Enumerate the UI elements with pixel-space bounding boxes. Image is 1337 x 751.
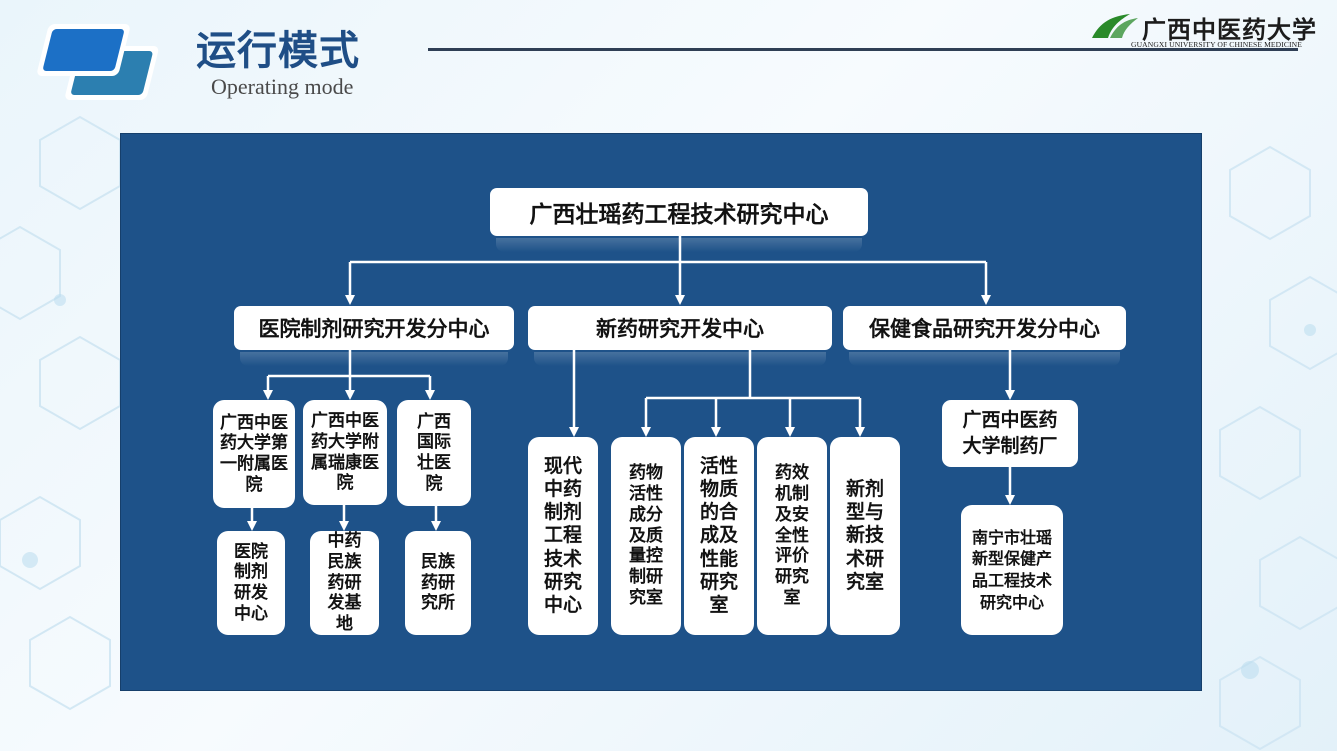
university-name: 广西中医药大学 [1142,15,1317,44]
branch-health-food: 保健食品研究开发分中心 [843,306,1126,350]
university-emblem-icon [1092,14,1138,38]
branch-reflection-3 [849,352,1120,366]
header-divider [428,48,1298,51]
root-center-reflection [496,238,862,252]
layered-cards-logo-icon [37,24,159,100]
unit-first-affiliated-hospital: 广西中医药大学第一附属医院 [213,400,295,508]
lab-active-ingredient-quality: 药物活性成分及质量控制研究室 [611,437,681,635]
unit-preparation-rd-center: 医院制剂研发中心 [217,531,285,635]
branch-reflection-1 [240,352,508,366]
university-logo: 广西中医药大学 GUANGXI UNIVERSITY OF CHINESE ME… [1090,10,1316,50]
lab-active-substance-synthesis: 活性物质的合成及性能研究室 [684,437,754,635]
unit-nanning-health-product-center: 南宁市壮瑶新型保健产品工程技术研究中心 [961,505,1063,635]
unit-ethnic-medicine-institute: 民族药研究所 [405,531,471,635]
branch-reflection-2 [534,352,826,366]
unit-modern-tcm-engineering-center: 现代中药制剂工程技术研究中心 [528,437,598,635]
unit-university-pharmaceutical-factory: 广西中医药大学制药厂 [942,400,1078,467]
page-subtitle: Operating mode [211,74,354,99]
unit-ethnic-medicine-base: 中药民族药研发基地 [310,531,379,635]
lab-new-dosage-technology: 新剂型与新技术研究室 [830,437,900,635]
university-name-en: GUANGXI UNIVERSITY OF CHINESE MEDICINE [1131,40,1302,49]
branch-new-drug: 新药研究开发中心 [528,306,832,350]
unit-ruikang-hospital: 广西中医药大学附属瑞康医院 [303,400,387,505]
page-title: 运行模式 [196,28,360,74]
unit-international-zhuang-hospital: 广西国际壮医院 [397,400,471,506]
root-center-box: 广西壮瑶药工程技术研究中心 [490,188,868,236]
branch-hospital-preparation: 医院制剂研究开发分中心 [234,306,514,350]
lab-efficacy-safety-evaluation: 药效机制及安全性评价研究室 [757,437,827,635]
